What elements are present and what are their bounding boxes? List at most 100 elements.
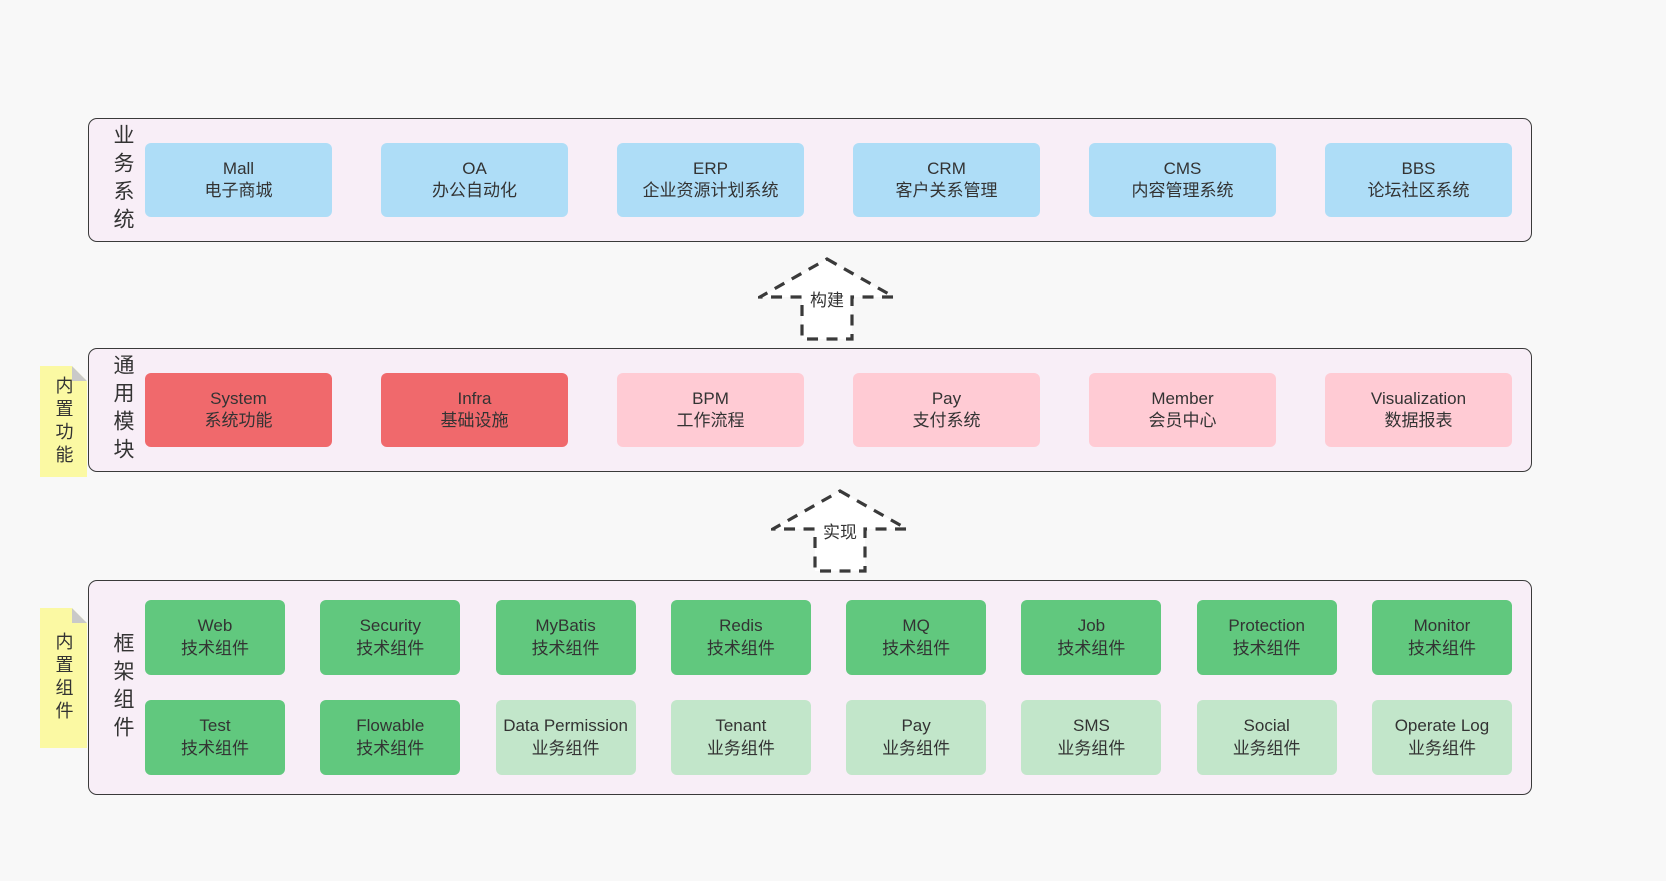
module-box-label: Security	[359, 616, 421, 636]
section-framework-label: 框架组件	[111, 631, 134, 744]
module-box-system: System 系统功能	[145, 373, 332, 447]
module-box-label: 技术组件	[356, 638, 425, 658]
module-box-crm: CRM 客户关系管理	[853, 143, 1040, 217]
module-box-member: Member 会员中心	[1089, 373, 1276, 447]
module-box-label: 技术组件	[531, 638, 600, 658]
module-box-label: 基础设施	[440, 411, 509, 430]
module-box-pay: Pay 支付系统	[853, 373, 1040, 447]
module-box-label: 企业资源计划系统	[642, 181, 779, 200]
module-box-label: 技术组件	[356, 738, 425, 758]
module-box-label: 业务组件	[1232, 738, 1301, 758]
module-box-label: 技术组件	[1057, 638, 1126, 658]
module-box-label: 办公自动化	[432, 181, 517, 200]
arrow-implement: 实现	[771, 489, 909, 573]
module-box-label: 电子商城	[204, 181, 273, 200]
module-box-label: 工作流程	[676, 411, 745, 430]
module-box-label: BBS	[1401, 158, 1436, 178]
module-box-mall: Mall 电子商城	[145, 143, 332, 217]
module-box-label: 技术组件	[706, 638, 775, 658]
module-box-label: 内容管理系统	[1131, 181, 1234, 200]
module-box-label: 业务组件	[1407, 738, 1476, 758]
module-box-label: CRM	[927, 158, 966, 178]
sticky-note-text: 内置组件	[53, 632, 74, 724]
module-box-label: 技术组件	[181, 638, 249, 658]
module-box-label: 业务组件	[882, 738, 951, 758]
module-box-cms: CMS 内容管理系统	[1089, 143, 1276, 217]
module-box-label: 业务组件	[531, 738, 600, 758]
module-box-label: 技术组件	[882, 638, 951, 658]
business-row-1: Mall 电子商城 OA 办公自动化 ERP 企业资源计划系统 CRM 客户关系管理 CMS 内容…	[145, 143, 1512, 217]
module-box-erp: ERP 企业资源计划系统	[617, 143, 804, 217]
module-box-label: 客户关系管理	[895, 181, 998, 200]
module-box-label: MQ	[902, 616, 930, 636]
section-business-systems: 业务系统 Mall 电子商城 OA 办公自动化 ERP 企业资源计划系统 CRM 客户关系管理…	[88, 118, 1532, 242]
module-box-label: 业务组件	[706, 738, 775, 758]
module-box-label: 业务组件	[1057, 738, 1126, 758]
module-box-label: Pay	[901, 716, 931, 736]
module-box-label: 论坛社区系统	[1367, 181, 1470, 200]
arrow-build: 构建	[758, 257, 896, 341]
module-box-label: Operate Log	[1394, 716, 1490, 736]
module-box-label: 会员中心	[1148, 411, 1217, 430]
module-box-bbs: BBS 论坛社区系统	[1325, 143, 1512, 217]
module-box-label: Pay	[931, 388, 962, 408]
module-box-label: Mall	[222, 158, 255, 178]
note-fold-corner-icon	[72, 366, 87, 381]
note-fold-corner-icon	[72, 608, 87, 623]
module-box-label: Visualization	[1370, 388, 1467, 408]
module-box-label: System	[210, 388, 267, 408]
module-box-label: Test	[199, 716, 231, 736]
arrow-implement-label: 实现	[820, 518, 860, 543]
module-box-label: SMS	[1072, 716, 1110, 736]
section-business-label: 业务系统	[111, 124, 134, 236]
section-common-label: 通用模块	[111, 354, 134, 466]
arrow-build-label: 构建	[807, 286, 847, 311]
module-box-label: Job	[1077, 616, 1106, 636]
module-box-label: Flowable	[356, 716, 425, 736]
module-box-label: 技术组件	[1232, 638, 1301, 658]
module-box-label: Member	[1151, 388, 1214, 408]
module-box-label: ERP	[693, 158, 728, 178]
module-box-label: 技术组件	[1407, 638, 1476, 658]
business-box-rows: Mall 电子商城 OA 办公自动化 ERP 企业资源计划系统 CRM 客户关系管理 CMS 内容…	[143, 119, 1531, 241]
module-box-label: Monitor	[1413, 616, 1471, 636]
module-box-label: Redis	[719, 616, 763, 636]
module-box-oa: OA 办公自动化	[381, 143, 568, 217]
module-box-label: CMS	[1163, 158, 1202, 178]
sticky-note-builtin-features: 内置功能	[40, 366, 87, 477]
module-box-label: OA	[462, 158, 487, 178]
module-box-label: BPM	[692, 388, 729, 408]
sticky-note-builtin-components: 内置组件	[40, 608, 87, 748]
module-box-label: Social	[1243, 716, 1290, 736]
sticky-note-text: 内置功能	[53, 375, 74, 468]
module-box-label: Protection	[1228, 616, 1305, 636]
module-box-label: 系统功能	[204, 411, 273, 430]
module-box-label: 支付系统	[912, 411, 981, 430]
module-box-label: Web	[197, 616, 233, 636]
module-box-label: Data Permission	[503, 716, 628, 736]
